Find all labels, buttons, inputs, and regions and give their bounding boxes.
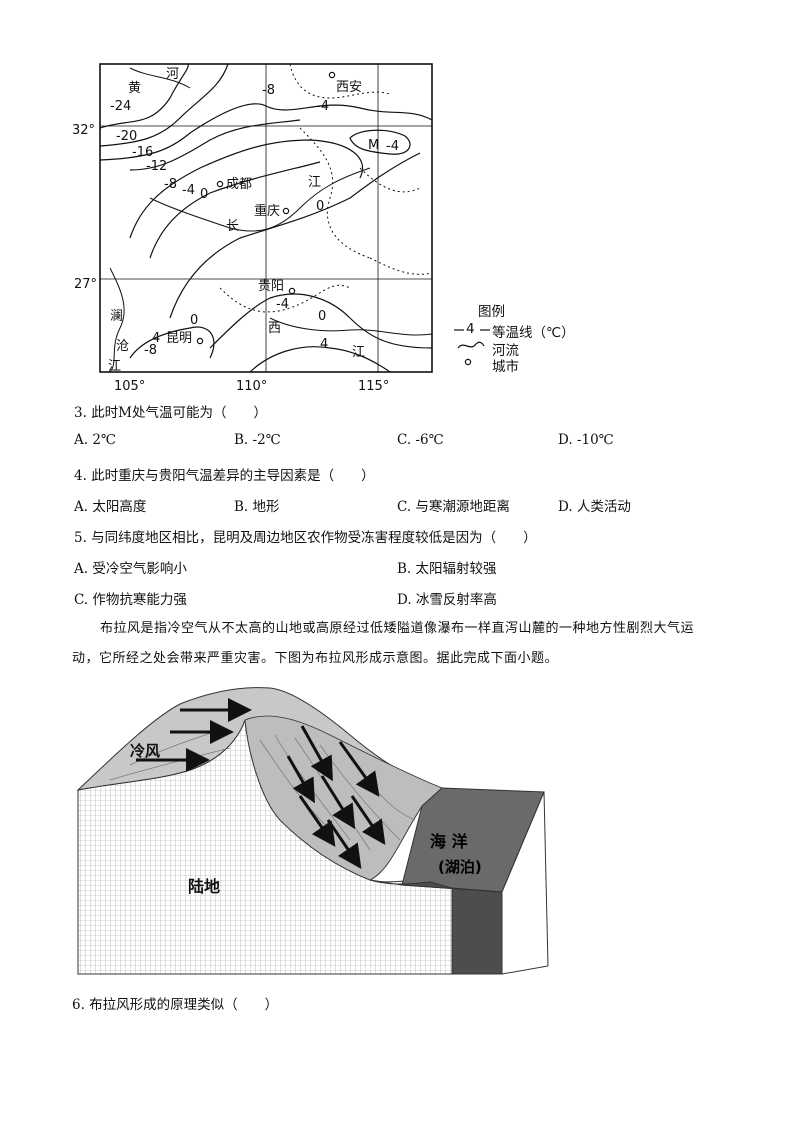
- city-label-xian: 西安: [336, 80, 362, 95]
- isotherm-label: -4: [276, 297, 289, 312]
- q4-option-c[interactable]: C. 与寒潮源地距离: [397, 499, 510, 515]
- river-char: 江: [108, 359, 121, 374]
- legend-river: 河流: [492, 343, 519, 359]
- isotherm-label: -4: [386, 139, 399, 154]
- city-label-chengdu: 成都: [226, 177, 252, 192]
- guiyang-dot: [288, 287, 296, 295]
- isotherm-label: 0: [190, 313, 198, 328]
- river-char: 西: [268, 321, 281, 336]
- land-label: 陆地: [188, 877, 221, 896]
- question-6: 6. 布拉风形成的原理类似（ ）: [72, 997, 279, 1013]
- isotherm-label: -8: [262, 83, 275, 98]
- lon-label-115: 115°: [358, 379, 389, 394]
- q4-option-a[interactable]: A. 太阳高度: [74, 499, 147, 515]
- isotherm-label: 0: [200, 187, 208, 202]
- isotherm-label: -12: [146, 159, 167, 174]
- river-char: 河: [166, 67, 179, 82]
- legend-isotherm: 等温线（℃）: [492, 325, 575, 341]
- lat-label-27: 27°: [74, 277, 97, 292]
- q3-option-c[interactable]: C. -6℃: [397, 432, 444, 448]
- river-char: 黄: [128, 81, 141, 96]
- legend-isotherm-sample: 4: [466, 321, 475, 337]
- question-5: 5. 与同纬度地区相比，昆明及周边地区农作物受冻害程度较低是因为（ ）: [74, 530, 537, 546]
- bora-wind-diagram: [76, 687, 549, 975]
- river-char: 沧: [116, 338, 129, 354]
- lon-label-105: 105°: [114, 379, 145, 394]
- ocean-label: 海 洋: [430, 832, 468, 851]
- legend-city: 城市: [492, 359, 519, 375]
- kunming-dot: [196, 337, 204, 345]
- river-legend-icon: [457, 341, 485, 349]
- city-label-chongqing: 重庆: [254, 203, 280, 219]
- city-legend-icon: [464, 358, 472, 366]
- river-char: 江: [308, 175, 321, 190]
- lat-label-32: 32°: [72, 123, 95, 138]
- isotherm-label: 0: [318, 309, 326, 324]
- isotherm-label: -4: [182, 183, 195, 198]
- q5-option-b[interactable]: B. 太阳辐射较强: [397, 561, 497, 577]
- isotherm-label: 4: [152, 331, 160, 346]
- legend-title: 图例: [478, 304, 505, 320]
- point-m-label: M: [368, 138, 379, 153]
- intro-paragraph-line-1: 布拉风是指冷空气从不太高的山地或高原经过低矮隘道像瀑布一样直泻山麓的一种地方性剧…: [100, 621, 695, 636]
- chengdu-dot: [216, 180, 224, 188]
- q3-option-a[interactable]: A. 2℃: [74, 432, 117, 448]
- lake-label: (湖泊): [438, 858, 482, 876]
- xian-dot: [328, 71, 336, 79]
- question-4: 4. 此时重庆与贵阳气温差异的主导因素是（ ）: [74, 468, 375, 484]
- cold-wind-label: 冷风: [130, 742, 161, 760]
- isotherm-map: 32° 27° 105° 110° 115° -24 -20 -16 -12 -…: [72, 63, 433, 394]
- q5-option-a[interactable]: A. 受冷空气影响小: [74, 561, 187, 577]
- city-label-guiyang: 贵阳: [258, 279, 284, 294]
- river-char: 长: [226, 219, 239, 234]
- river-char: 澜: [110, 309, 123, 324]
- q3-option-b[interactable]: B. -2℃: [234, 432, 281, 448]
- river-char: 江: [352, 345, 365, 360]
- isotherm-label: 0: [316, 199, 324, 214]
- q4-option-b[interactable]: B. 地形: [234, 499, 280, 515]
- lon-label-110: 110°: [236, 379, 267, 394]
- isotherm-legend-icon: [454, 329, 490, 331]
- city-label-kunming: 昆明: [166, 331, 192, 346]
- isotherm-label: -24: [110, 99, 131, 114]
- chongqing-dot: [282, 207, 290, 215]
- intro-paragraph-line-2: 动，它所经之处会带来严重灾害。下图为布拉风形成示意图。据此完成下面小题。: [72, 651, 559, 666]
- q5-option-d[interactable]: D. 冰雪反射率高: [397, 592, 497, 608]
- isotherm-label: -16: [132, 145, 153, 160]
- isotherm-label: -8: [164, 177, 177, 192]
- q3-option-d[interactable]: D. -10℃: [558, 432, 614, 448]
- q4-option-d[interactable]: D. 人类活动: [558, 499, 631, 515]
- isotherm-label: 4: [320, 337, 328, 352]
- question-3: 3. 此时M处气温可能为（ ）: [74, 405, 267, 421]
- isotherm-label: -20: [116, 129, 137, 144]
- isotherm-label: -4: [316, 99, 329, 114]
- isotherm-label: -8: [144, 343, 157, 358]
- q5-option-c[interactable]: C. 作物抗寒能力强: [74, 592, 187, 608]
